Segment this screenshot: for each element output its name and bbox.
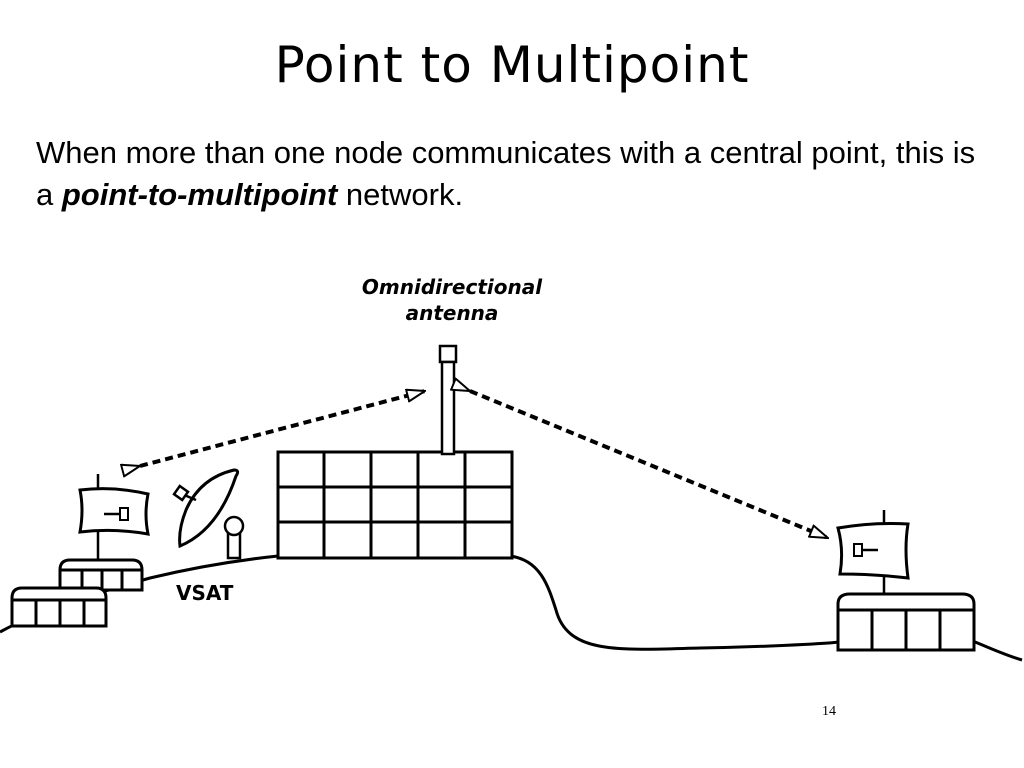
slide-title: Point to Multipoint: [274, 36, 750, 94]
link-arrow-antenna-to-right: [470, 391, 828, 540]
right-panel-antenna-icon: [836, 510, 910, 596]
right-client-house: [836, 592, 976, 652]
link-arrow-left-to-antenna: [140, 391, 425, 466]
omnidirectional-antenna-icon: [438, 344, 458, 456]
page-number: 14: [822, 704, 836, 719]
central-building: [276, 450, 514, 560]
body-text-intro: When more than one node communicates wit…: [36, 135, 976, 212]
vsat-dish-icon: [172, 468, 245, 560]
body-text-emphasis: point-to-multipoint: [61, 177, 338, 212]
hill-outline: [0, 554, 1023, 662]
left-client-house-back: [58, 558, 144, 592]
vsat-label: VSAT: [176, 581, 234, 605]
slide-body-text: When more than one node communicates wit…: [36, 132, 996, 216]
antenna-label-line1: Omnidirectional: [362, 275, 543, 299]
body-text-outro: network.: [337, 177, 464, 212]
antenna-label-line2: antenna: [406, 301, 499, 325]
left-client-house-front: [10, 586, 108, 628]
left-panel-antenna-icon: [78, 474, 150, 562]
